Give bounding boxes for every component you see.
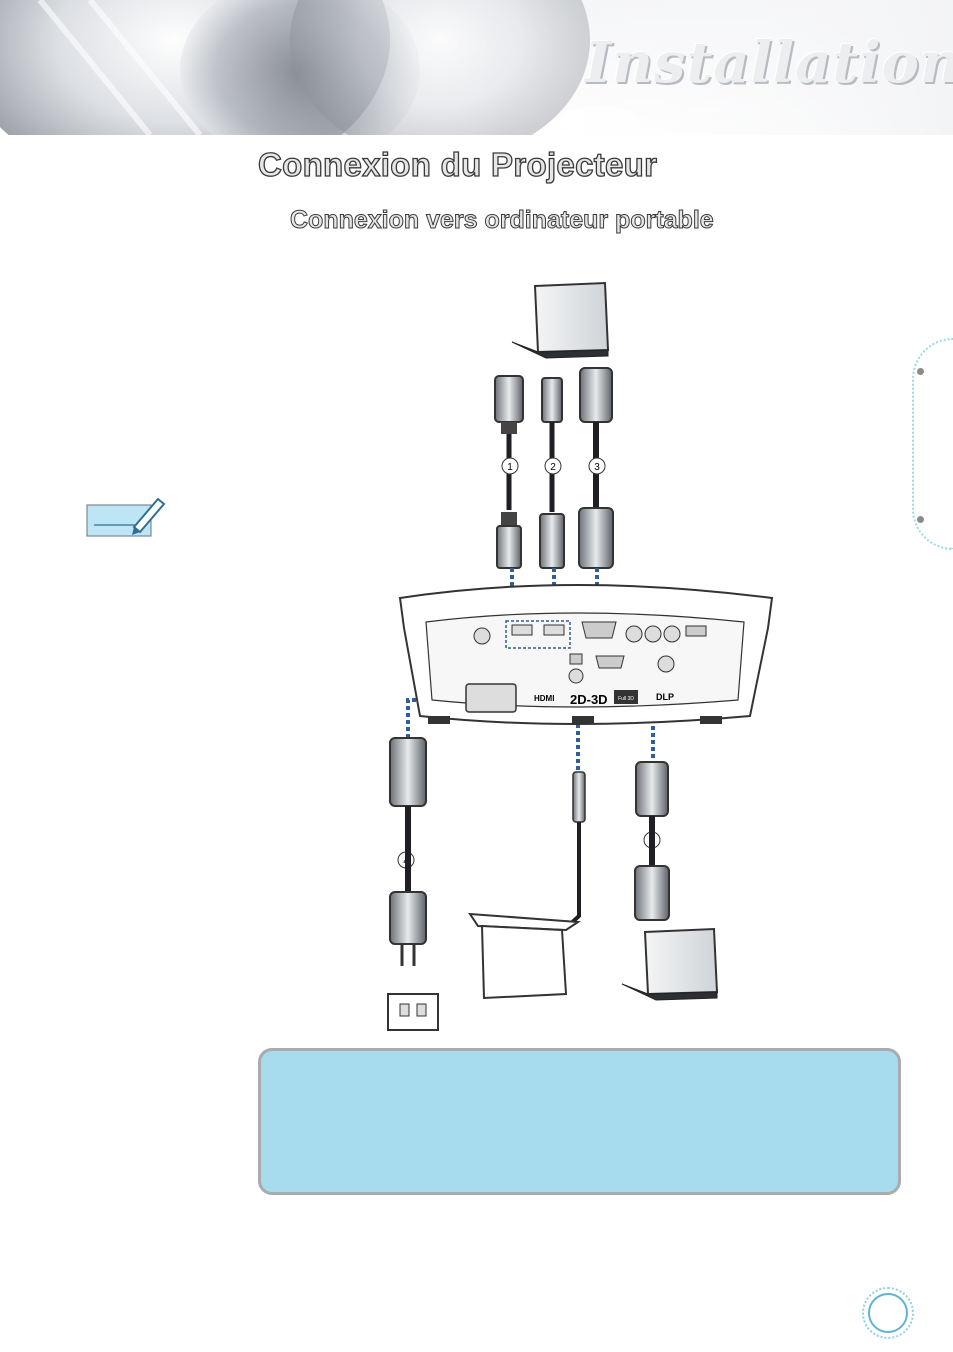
power-cable xyxy=(388,738,438,1030)
section-title: Installation xyxy=(585,30,953,96)
full3d-logo: Full 3D xyxy=(618,696,634,702)
note-box xyxy=(258,1048,901,1195)
header-banner: Installation xyxy=(0,0,953,135)
screen-trigger-cable xyxy=(470,772,585,998)
note-pencil-icon xyxy=(86,493,168,539)
page-number xyxy=(862,1287,914,1339)
tab-dot-top xyxy=(917,368,924,375)
vga-cable-bottom xyxy=(635,762,669,920)
svg-text:2: 2 xyxy=(550,462,556,473)
language-side-tab[interactable] xyxy=(912,338,953,550)
connection-diagram: 1 2 3 4 5 HDMI 2D-3D Fu xyxy=(360,280,780,1040)
dlp-logo: DLP xyxy=(656,692,674,702)
laptop-bottom xyxy=(622,929,717,1000)
page-title: Connexion du Projecteur xyxy=(258,146,657,184)
page-subtitle: Connexion vers ordinateur portable xyxy=(290,206,714,235)
side-tab-label xyxy=(927,390,953,500)
tab-dot-bottom xyxy=(917,516,924,523)
svg-text:3: 3 xyxy=(594,462,600,473)
projector-rear: HDMI 2D-3D Full 3D DLP xyxy=(400,585,772,724)
svg-text:1: 1 xyxy=(507,462,513,473)
hdmi-logo: HDMI xyxy=(534,694,554,703)
laptop-top xyxy=(512,283,608,358)
2d3d-logo: 2D-3D xyxy=(570,692,608,707)
